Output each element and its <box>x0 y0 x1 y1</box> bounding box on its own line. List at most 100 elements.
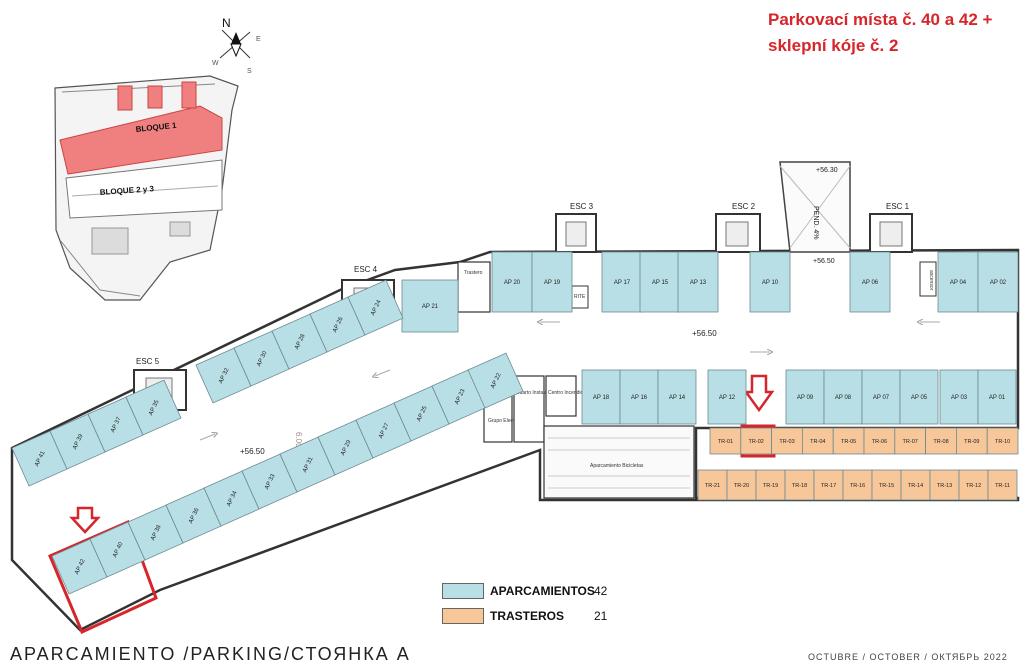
arrow-down-icon <box>743 374 775 413</box>
level-aisle-right: +56.50 <box>692 329 717 338</box>
storage-tr-10: TR-10 <box>986 427 1019 455</box>
parking-ap-14: AP 14 <box>657 369 697 425</box>
parking-ap-21-label: AP 21 <box>422 304 439 310</box>
parking-ap-05: AP 05 <box>899 369 939 425</box>
room-rite: RITE <box>574 294 586 300</box>
storage-tr-09: TR-09 <box>956 427 988 455</box>
parking-ap-19: AP 19 <box>531 251 573 313</box>
parking-ap-30: AP 30 <box>233 330 290 387</box>
level-aisle-left: +56.50 <box>240 447 265 456</box>
parking-ap-10: AP 10 <box>749 251 791 313</box>
compass-w: W <box>212 60 219 67</box>
room-control: Centro Incendios <box>548 390 586 396</box>
storage-tr-12-label: TR-12 <box>966 483 981 489</box>
arrow-down-icon <box>69 506 101 534</box>
storage-tr-07: TR-07 <box>894 427 926 455</box>
storage-tr-14-label: TR-14 <box>908 483 923 489</box>
storage-tr-21-label: TR-21 <box>705 483 720 489</box>
storage-tr-08: TR-08 <box>925 427 957 455</box>
inset-label-bloque-2-3: BLOQUE 2 y 3 <box>100 184 155 197</box>
parking-ap-06-label: AP 06 <box>862 280 879 286</box>
parking-ap-16-label: AP 16 <box>631 395 648 401</box>
storage-tr-02-label: TR-02 <box>749 439 764 445</box>
storage-tr-05: TR-05 <box>832 427 865 455</box>
level-ramp-mid: +56.50 <box>813 258 835 265</box>
ramp-slope: PEND. 4% <box>812 206 819 239</box>
stair-esc-3: ESC 3 <box>555 202 597 253</box>
parking-ap-18-label: AP 18 <box>593 395 610 401</box>
plan-date: OCTUBRE / OCTOBER / ОКТЯБРЬ 2022 <box>808 652 1008 662</box>
parking-ap-09-label: AP 09 <box>797 395 814 401</box>
aisle-width: 6.00 <box>294 432 303 448</box>
parking-ap-20-label: AP 20 <box>504 280 521 286</box>
svg-text:ESC 3: ESC 3 <box>570 202 594 211</box>
parking-ap-15-label: AP 15 <box>652 280 669 286</box>
storage-tr-16-label: TR-16 <box>850 483 865 489</box>
compass-s: S <box>247 68 252 75</box>
parking-ap-03-label: AP 03 <box>951 395 968 401</box>
parking-ap-08: AP 08 <box>823 369 863 425</box>
parking-and-storage-cells: AP 20 AP 19 AP 17 AP 15 AP 13 AP 10 AP 06 AP 04… <box>11 251 1019 595</box>
parking-ap-22: AP 22 <box>467 352 524 409</box>
legend-storage-label: TRASTEROS <box>490 609 565 623</box>
storage-tr-19: TR-19 <box>755 469 786 501</box>
parking-ap-16: AP 16 <box>619 369 659 425</box>
parking-ap-40: AP 40 <box>89 521 146 578</box>
parking-ap-03: AP 03 <box>939 369 979 425</box>
plan-title: APARCAMIENTO /PARKING/СТОЯНКА A <box>10 644 411 664</box>
parking-ap-17-label: AP 17 <box>614 280 631 286</box>
parking-ap-28: AP 28 <box>271 313 328 370</box>
parking-ap-17: AP 17 <box>601 251 643 313</box>
storage-tr-17: TR-17 <box>813 469 844 501</box>
site-inset-map: BLOQUE 1 BLOQUE 2 y 3 <box>54 75 239 301</box>
storage-tr-20: TR-20 <box>726 469 757 501</box>
parking-ap-21: AP 21 <box>401 279 459 333</box>
compass-rose: N E S W <box>212 16 261 75</box>
storage-tr-18-label: TR-18 <box>792 483 807 489</box>
parking-ap-29: AP 29 <box>317 419 374 476</box>
storage-tr-16: TR-16 <box>842 469 873 501</box>
legend-storage-swatch <box>442 608 484 624</box>
parking-ap-35: AP 35 <box>125 379 182 436</box>
parking-ap-14-label: AP 14 <box>669 395 686 401</box>
storage-tr-06-label: TR-06 <box>872 439 887 445</box>
storage-tr-04: TR-04 <box>802 427 834 455</box>
entrance-ramp: +56.30 +56.50 PEND. 4% <box>779 161 851 265</box>
storage-tr-12: TR-12 <box>958 469 989 501</box>
parking-ap-13: AP 13 <box>677 251 719 313</box>
storage-tr-08-label: TR-08 <box>933 439 948 445</box>
parking-ap-09: AP 09 <box>785 369 825 425</box>
room-trastero: Trastero <box>464 270 483 276</box>
parking-ap-10-label: AP 10 <box>762 280 779 286</box>
parking-ap-12: AP 12 <box>707 369 747 425</box>
parking-ap-08-label: AP 08 <box>835 395 852 401</box>
headline-line-2: sklepní kóje č. 2 <box>768 36 899 55</box>
parking-ap-01-label: AP 01 <box>989 395 1006 401</box>
compass-n: N <box>222 16 231 30</box>
driving-aisle-markers: +56.50 +56.50 6.00 <box>199 322 940 456</box>
stair-esc-1: ESC 1 <box>869 202 913 253</box>
parking-ap-05-label: AP 05 <box>911 395 928 401</box>
storage-tr-11: TR-11 <box>987 469 1018 501</box>
storage-tr-13-label: TR-13 <box>937 483 952 489</box>
headline-line-1: Parkovací místa č. 40 a 42 + <box>768 10 993 29</box>
storage-tr-06: TR-06 <box>863 427 896 455</box>
stair-esc-2: ESC 2 <box>715 202 761 253</box>
storage-tr-21: TR-21 <box>697 469 728 501</box>
storage-tr-18: TR-18 <box>784 469 815 501</box>
parking-ap-02: AP 02 <box>977 251 1019 313</box>
parking-ap-41: AP 41 <box>11 430 68 487</box>
parking-ap-39: AP 39 <box>49 413 106 470</box>
storage-tr-11-label: TR-11 <box>995 483 1010 489</box>
parking-ap-12-label: AP 12 <box>719 395 736 401</box>
parking-ap-06: AP 06 <box>849 251 891 313</box>
storage-tr-14: TR-14 <box>900 469 931 501</box>
storage-tr-04-label: TR-04 <box>810 439 825 445</box>
parking-ap-04-label: AP 04 <box>950 280 967 286</box>
parking-ap-15: AP 15 <box>639 251 681 313</box>
legend-parking-swatch <box>442 583 484 599</box>
parking-ap-31: AP 31 <box>279 436 336 493</box>
storage-tr-01-label: TR-01 <box>718 439 733 445</box>
storage-tr-20-label: TR-20 <box>734 483 749 489</box>
